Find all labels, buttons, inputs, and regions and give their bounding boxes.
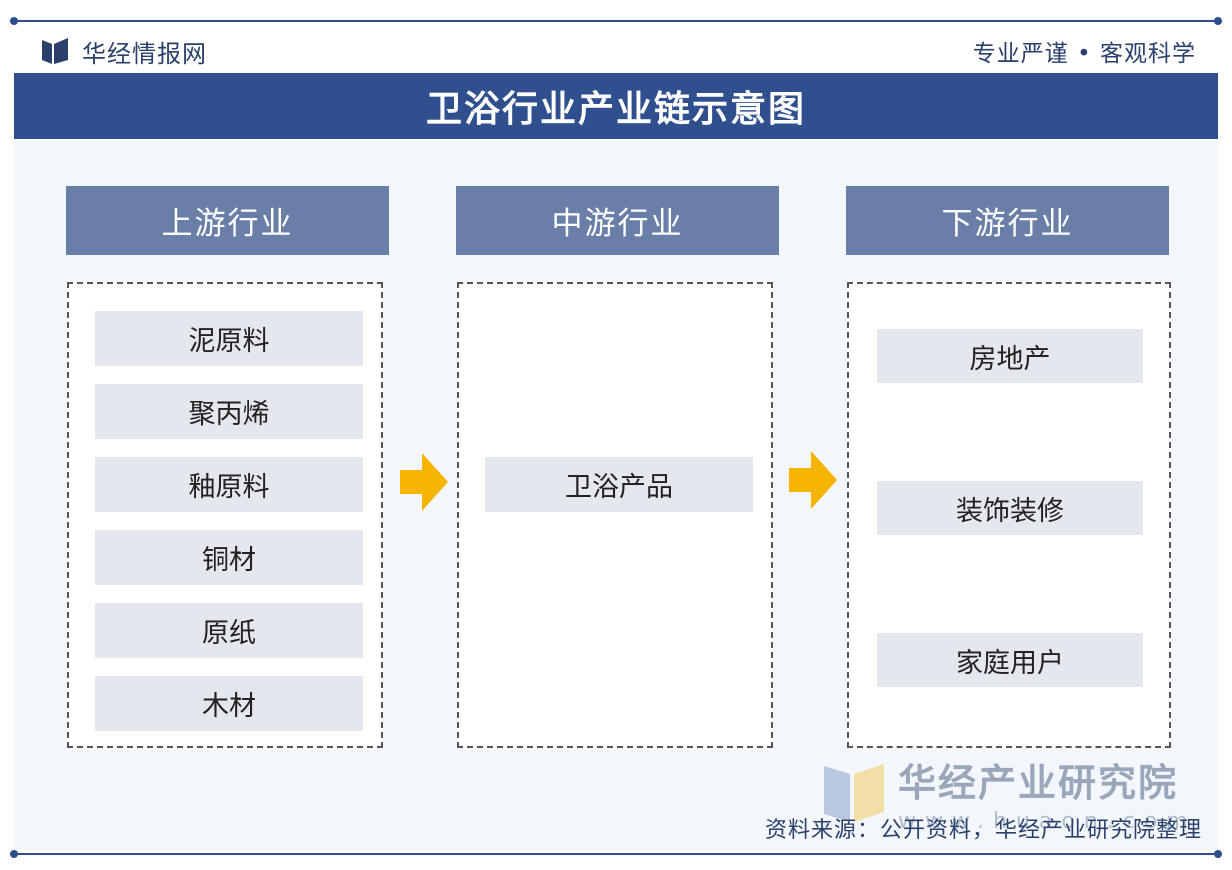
downstream-item: 房地产 [877, 329, 1143, 383]
source-note: 资料来源：公开资料，华经产业研究院整理 [764, 818, 1202, 843]
top-border-line [10, 17, 1222, 25]
brand-name: 华经情报网 [82, 39, 207, 68]
brand: 华经情报网 [40, 32, 207, 70]
title-bar: 卫浴行业产业链示意图 [14, 73, 1218, 139]
watermark-logo-icon [824, 764, 884, 822]
upstream-item: 原纸 [95, 603, 363, 658]
midstream-header: 中游行业 [456, 186, 779, 255]
midstream-box [457, 282, 773, 748]
upstream-item: 泥原料 [95, 311, 363, 366]
slogan: 专业严谨 • 客观科学 [972, 41, 1196, 67]
upstream-item: 釉原料 [95, 457, 363, 512]
downstream-item: 家庭用户 [877, 633, 1143, 687]
page-title: 卫浴行业产业链示意图 [425, 88, 806, 130]
midstream-item: 卫浴产品 [485, 457, 753, 512]
upstream-item: 木材 [95, 676, 363, 731]
watermark-name: 华经产业研究院 [898, 761, 1179, 805]
downstream-header: 下游行业 [846, 186, 1169, 255]
upstream-item: 铜材 [95, 530, 363, 585]
upstream-header: 上游行业 [66, 186, 389, 255]
watermark: 华经产业研究院 www.huaon.com [822, 752, 1197, 834]
arrow-right-icon [400, 453, 448, 511]
downstream-item: 装饰装修 [877, 481, 1143, 535]
arrow-right-icon [789, 451, 837, 509]
watermark-url: www.huaon.com [898, 809, 1197, 834]
brand-logo-icon [42, 38, 68, 64]
bottom-border-line [10, 850, 1222, 858]
upstream-item: 聚丙烯 [95, 384, 363, 439]
